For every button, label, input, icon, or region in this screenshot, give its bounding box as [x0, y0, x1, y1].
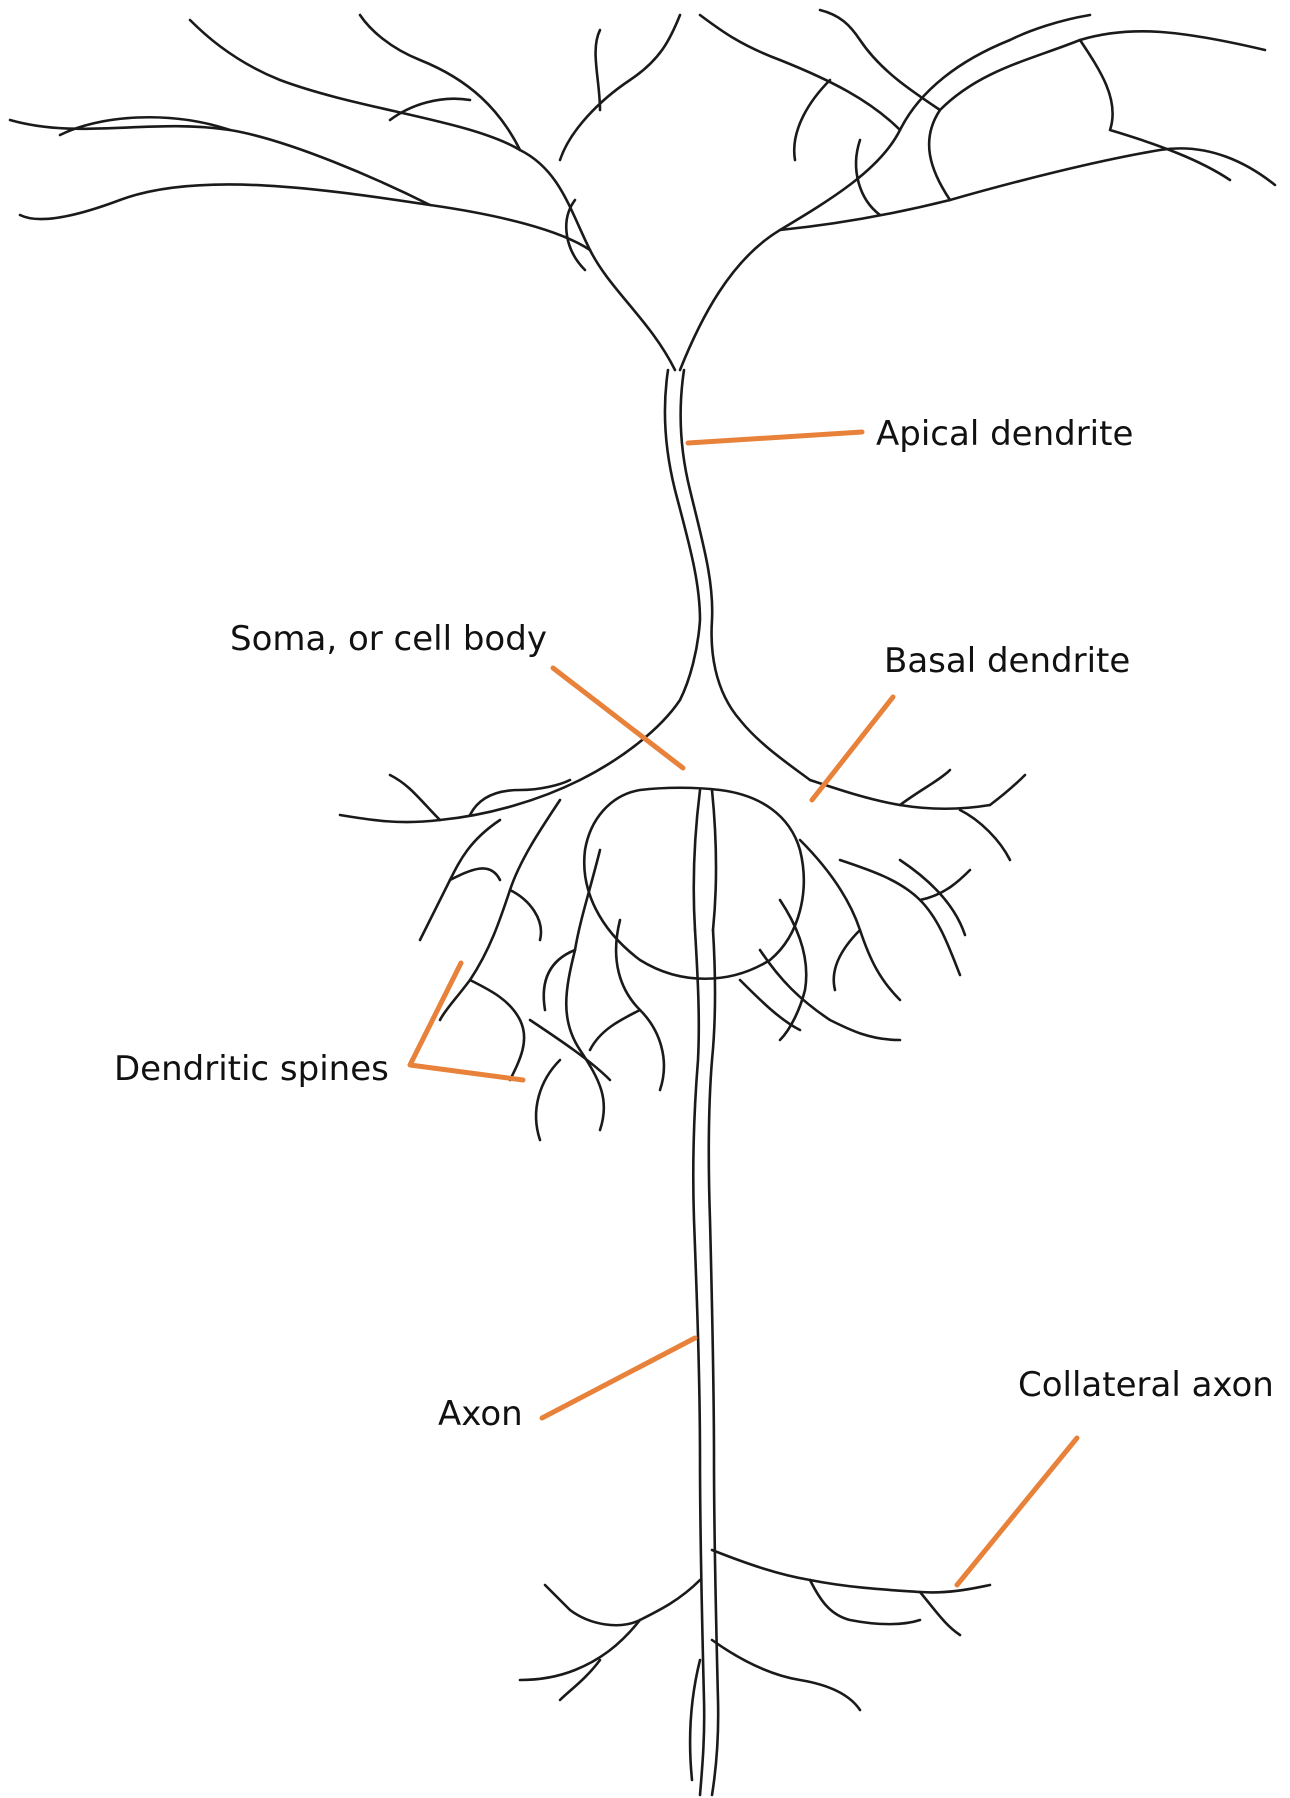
- apical-dendrite-pointer: [688, 432, 862, 443]
- collateral-axon-pointer: [957, 1438, 1077, 1585]
- label-collateral-axon: Collateral axon: [1018, 1365, 1274, 1405]
- axon-shaft: [693, 930, 718, 1795]
- label-soma: Soma, or cell body: [230, 619, 547, 659]
- apical-dendrite-shaft: [580, 370, 810, 780]
- dendritic-spines-pointer: [410, 963, 523, 1080]
- basal-dendrites: [340, 770, 1025, 1140]
- basal-dendrite-pointer: [812, 697, 893, 800]
- label-axon: Axon: [438, 1394, 523, 1434]
- axon-terminal-branches: [520, 1550, 990, 1780]
- label-apical-dendrite: Apical dendrite: [876, 414, 1133, 454]
- soma-pointer: [553, 668, 683, 768]
- label-dendritic-spines: Dendritic spines: [114, 1049, 389, 1089]
- label-basal-dendrite: Basal dendrite: [884, 641, 1130, 681]
- axon-pointer: [542, 1338, 695, 1418]
- neuron-illustration: [10, 10, 1275, 1795]
- apical-tuft: [10, 10, 1275, 370]
